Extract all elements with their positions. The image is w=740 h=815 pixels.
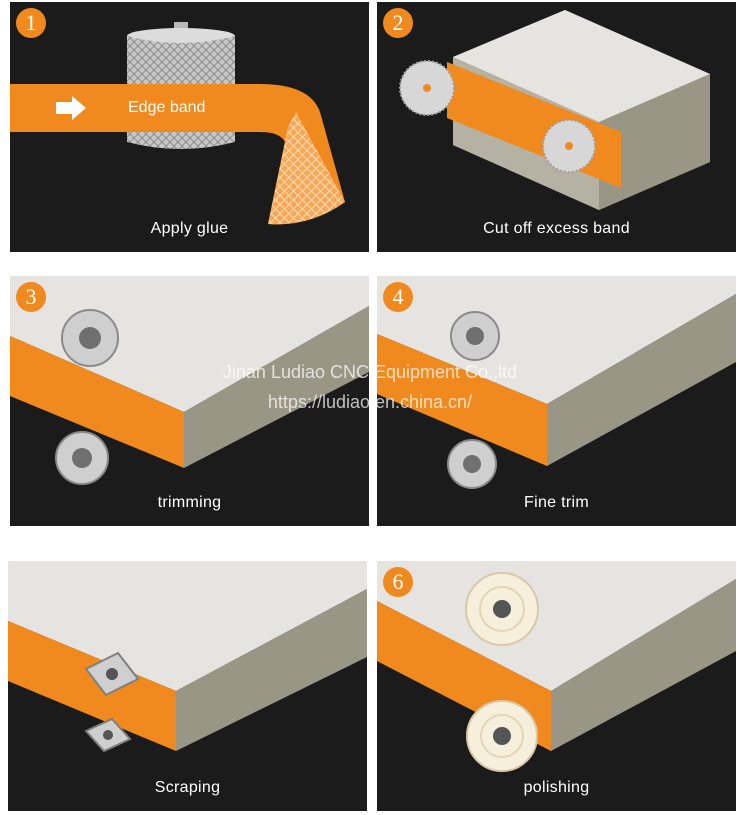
step-1-panel: 1 Edge band Apply glue (10, 2, 369, 252)
polishing-wheel-top (466, 573, 538, 645)
scraping-illustration (8, 561, 367, 811)
step-caption: Fine trim (377, 494, 736, 512)
step-2-panel: 2 Cut off excess band (377, 2, 736, 252)
step-caption: Cut off excess band (377, 220, 736, 238)
trimming-illustration (10, 276, 369, 526)
step-caption: Scraping (8, 779, 367, 797)
step-caption: Apply glue (10, 220, 369, 238)
edge-band-label: Edge band (128, 99, 205, 117)
glue-roller-illustration (10, 2, 369, 252)
polishing-illustration (377, 561, 736, 811)
fine-trim-cutter-top (451, 312, 499, 360)
step-number-badge: 3 (16, 282, 46, 312)
step-caption: polishing (377, 779, 736, 797)
saw-cut-illustration (377, 2, 736, 252)
step-number-badge: 6 (383, 567, 413, 597)
step-4-panel: 4 Fine trim (377, 276, 736, 526)
step-number-badge: 4 (383, 282, 413, 312)
step-5-panel: Scraping (8, 561, 367, 811)
step-number-badge: 2 (383, 8, 413, 38)
fine-trim-cutter-bottom (448, 440, 496, 488)
polishing-wheel-bottom (467, 701, 537, 771)
trimming-cutter-bottom (56, 432, 108, 484)
step-3-panel: 3 trimming (10, 276, 369, 526)
step-number-badge: 1 (16, 8, 46, 38)
step-caption: trimming (10, 494, 369, 512)
fine-trim-illustration (377, 276, 736, 526)
trimming-cutter-top (62, 310, 118, 366)
step-6-panel: 6 polishing (377, 561, 736, 811)
